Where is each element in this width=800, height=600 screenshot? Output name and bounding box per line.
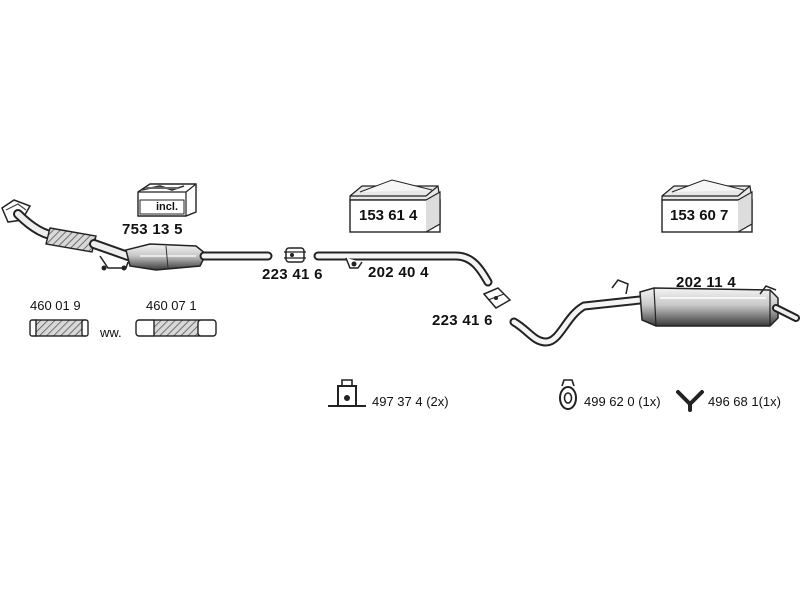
middle-pipe xyxy=(313,251,493,287)
ww-label: ww. xyxy=(100,325,122,340)
flex-pipe-2-part-number: 460 07 1 xyxy=(146,298,197,313)
kit-middle-part-number: 153 61 4 xyxy=(359,207,418,224)
rubber-hanger-part-number: 496 68 1(1x) xyxy=(708,394,781,409)
clamp-2-part-number: 223 41 6 xyxy=(432,312,493,329)
parts-box-icon xyxy=(349,179,441,233)
parts-box-icon xyxy=(661,179,753,233)
rear-silencer-part-number: 202 11 4 xyxy=(676,274,736,291)
parts-box-icon xyxy=(137,183,197,217)
clamp-1-part-number: 223 41 6 xyxy=(262,266,323,283)
silencer-icon xyxy=(611,279,800,327)
bracket-icon xyxy=(328,379,366,407)
bracket-part-number: 497 37 4 (2x) xyxy=(372,394,449,409)
hanger-icon xyxy=(345,257,363,269)
kit-rear-part-number: 153 60 7 xyxy=(670,207,729,224)
clamp-icon xyxy=(284,247,306,263)
rubber-mount-icon xyxy=(559,379,577,410)
front-pipe xyxy=(1,199,133,271)
flex-pipe-icon xyxy=(29,319,89,337)
flex-pipe-icon xyxy=(135,319,217,337)
rubber-hanger-icon xyxy=(676,390,704,412)
kit-incl-label: incl. xyxy=(156,201,179,213)
rubber-mount-part-number: 499 62 0 (1x) xyxy=(584,394,661,409)
flex-pipe-1-part-number: 460 01 9 xyxy=(30,298,81,313)
kit-front-part-number: 753 13 5 xyxy=(122,221,183,238)
clamp-icon xyxy=(482,287,512,309)
catalytic-converter-icon xyxy=(125,243,207,271)
hanger-1-part-number: 202 40 4 xyxy=(368,264,429,281)
rear-pipe xyxy=(509,295,645,347)
